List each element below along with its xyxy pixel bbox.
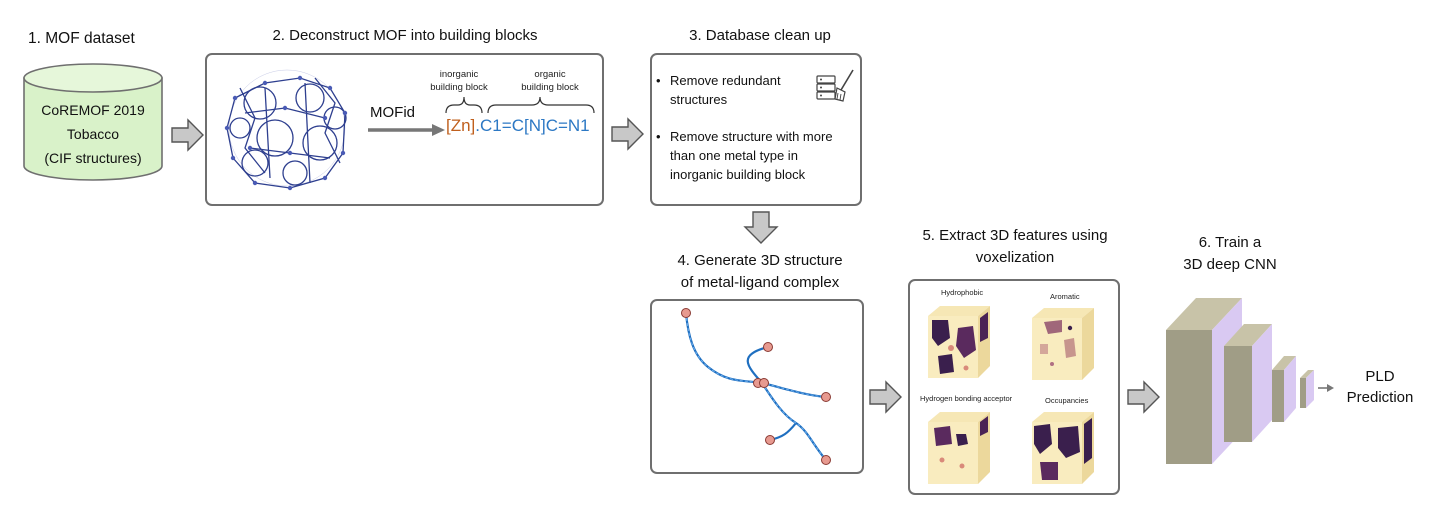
step1-title: 1. MOF dataset [28, 30, 135, 47]
step2-title: 2. Deconstruct MOF into building blocks [272, 27, 538, 44]
inorganic-label: inorganic building block [424, 68, 494, 94]
occupancies-voxel-cube [1032, 412, 1094, 484]
dataset-line2: Tobacco [66, 126, 120, 142]
output-line2: Prediction [1346, 389, 1414, 406]
database-cleanup-icon [816, 69, 854, 102]
bullet2-line2: than one metal type in [670, 148, 798, 163]
step3-title: 3. Database clean up [689, 27, 831, 44]
bullet2-line1: Remove structure with more [670, 129, 833, 144]
step6-title-line2: 3D deep CNN [1183, 256, 1277, 273]
hydrophobic-label: Hydrophobic [941, 288, 984, 297]
organic-label-line2: building block [521, 82, 579, 93]
bullet-dot: • [656, 73, 661, 88]
organic-label-line1: organic [534, 69, 566, 80]
bullet2-line3: inorganic building block [670, 167, 806, 182]
aromatic-label: Aromatic [1050, 292, 1080, 301]
cleanup-bullet-2: • Remove structure with more than one me… [656, 127, 860, 184]
step4-title: 4. Generate 3D structure of metal-ligand… [655, 250, 865, 294]
dataset-cylinder [23, 63, 163, 181]
arrow-right-icon [869, 380, 902, 414]
step5-title-line1: 5. Extract 3D features using [922, 227, 1108, 244]
step6-title: 6. Train a 3D deep CNN [1165, 232, 1295, 276]
arrow-right-icon [171, 118, 204, 152]
cleanup-bullet-1: • Remove redundant structures [656, 71, 810, 109]
arrow-right-icon [1127, 380, 1160, 414]
mofid-label: MOFid [370, 104, 415, 121]
bullet1-line2: structures [670, 92, 728, 107]
arrow-right-icon [611, 117, 644, 151]
aromatic-voxel-cube [1032, 308, 1094, 380]
hbond-voxel-cube [928, 412, 990, 484]
inorganic-label-line1: inorganic [439, 69, 479, 80]
arrow-down-icon [743, 211, 779, 244]
mofid-string: [Zn].C1=C[N]C=N1 [446, 116, 590, 136]
organic-part: C1=C[N]C=N1 [480, 116, 590, 135]
bullet-dot: • [656, 129, 661, 144]
metal-ligand-complex-image [681, 308, 831, 465]
hbond-label: Hydrogen bonding acceptor [920, 394, 1013, 403]
inorganic-label-line2: building block [430, 82, 488, 93]
organic-label: organic building block [505, 68, 595, 94]
mofid-arrow [368, 124, 445, 136]
dataset-line3: (CIF structures) [44, 150, 142, 166]
step4-title-line1: 4. Generate 3D structure [677, 252, 843, 269]
occupancies-label: Occupancies [1045, 396, 1089, 405]
brace-marks [445, 96, 595, 114]
hydrophobic-voxel-cube [928, 306, 990, 378]
bullet1-line1: Remove redundant [670, 73, 781, 88]
dataset-line1: CoREMOF 2019 [41, 102, 145, 118]
step4-title-line2: of metal-ligand complex [680, 274, 840, 291]
separator: . [475, 116, 481, 135]
metal-part: [Zn] [446, 116, 476, 135]
mof-structure-image [224, 69, 348, 191]
dataset-label: CoREMOF 2019 Tobacco (CIF structures) [24, 98, 162, 170]
step5-title-line2: voxelization [975, 249, 1055, 266]
step6-title-line1: 6. Train a [1198, 234, 1262, 251]
step5-title: 5. Extract 3D features using voxelizatio… [895, 225, 1135, 269]
output-line1: PLD [1365, 368, 1395, 385]
cnn-architecture-image [1166, 298, 1334, 464]
pld-prediction-label: PLD Prediction [1340, 366, 1420, 408]
